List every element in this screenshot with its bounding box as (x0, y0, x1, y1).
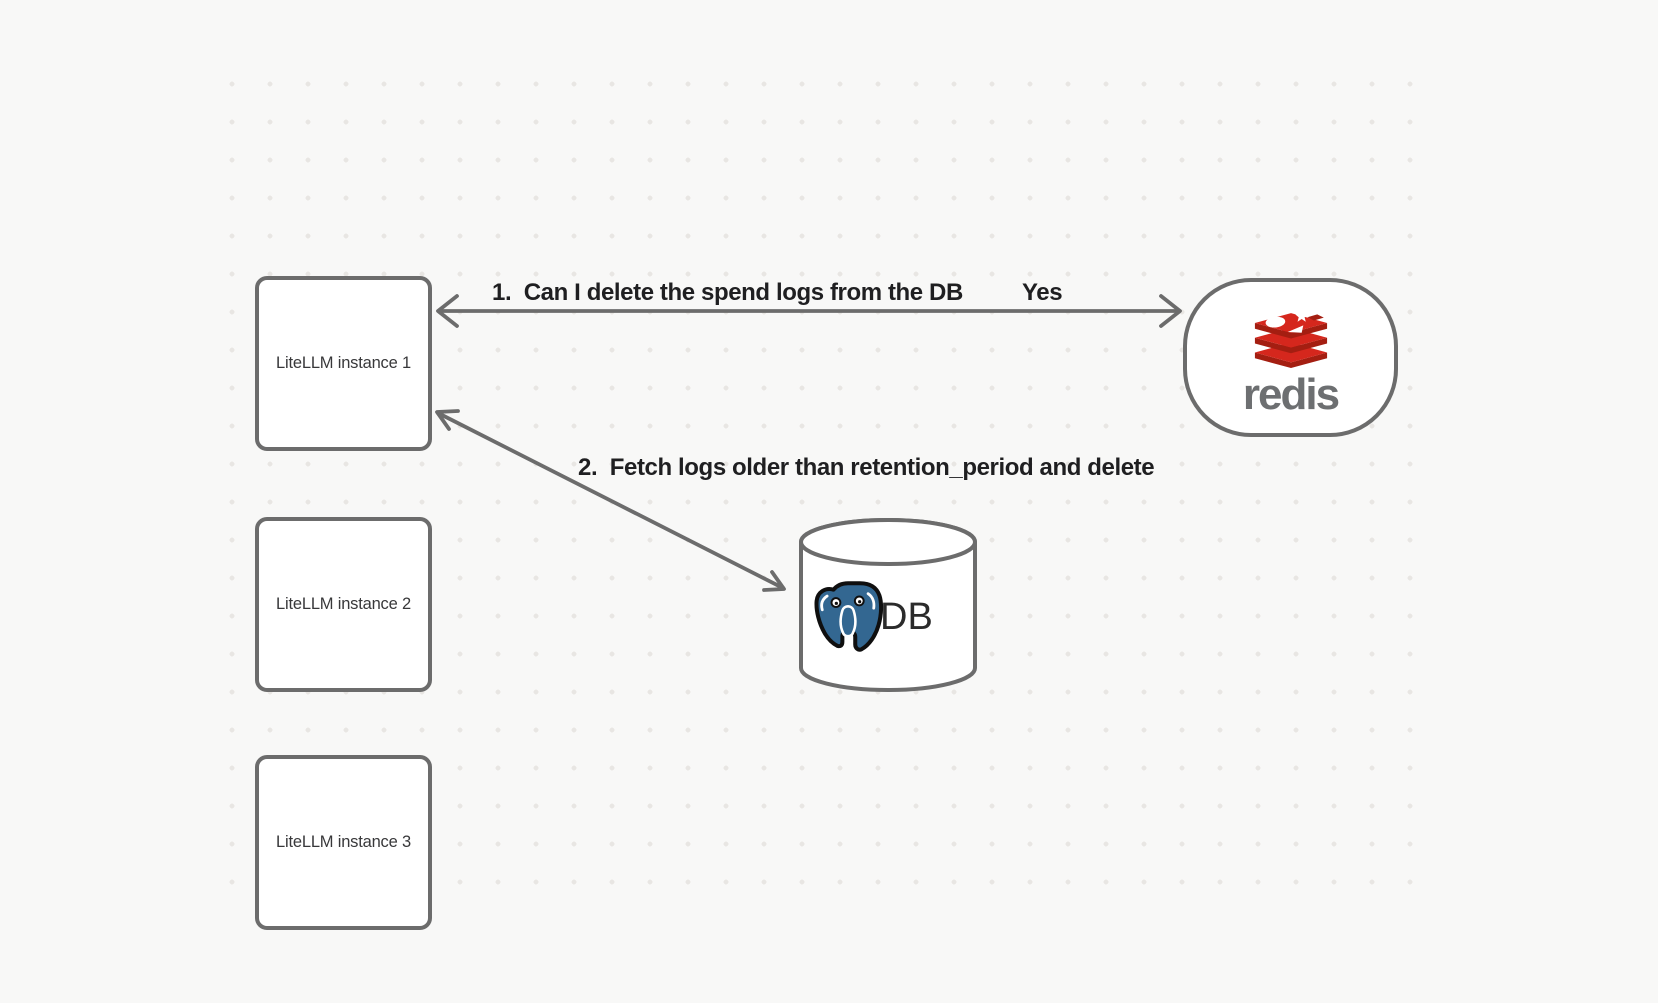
node-litellm-instance-1[interactable]: LiteLLM instance 1 (255, 276, 432, 451)
node-label: LiteLLM instance 3 (276, 833, 411, 851)
arrow1-response-label: Yes (1022, 279, 1063, 306)
node-litellm-instance-3[interactable]: LiteLLM instance 3 (255, 755, 432, 930)
database-cylinder (799, 518, 977, 692)
db-label: DB (880, 595, 933, 638)
node-database[interactable]: DB (797, 516, 979, 694)
node-redis[interactable]: redis (1183, 278, 1398, 437)
postgresql-elephant-icon (814, 581, 884, 652)
node-label: LiteLLM instance 1 (276, 354, 411, 372)
arrow-instance1-db[interactable] (435, 409, 786, 592)
arrow-instance1-redis[interactable] (436, 294, 1182, 328)
node-label: LiteLLM instance 2 (276, 595, 411, 613)
arrow2-label: 2. Fetch logs older than retention_perio… (578, 454, 1155, 481)
arrow1-label: 1. Can I delete the spend logs from the … (492, 279, 963, 306)
redis-wordmark: redis (1242, 369, 1340, 419)
node-litellm-instance-2[interactable]: LiteLLM instance 2 (255, 517, 432, 692)
redis-logo-icon (1254, 309, 1327, 368)
